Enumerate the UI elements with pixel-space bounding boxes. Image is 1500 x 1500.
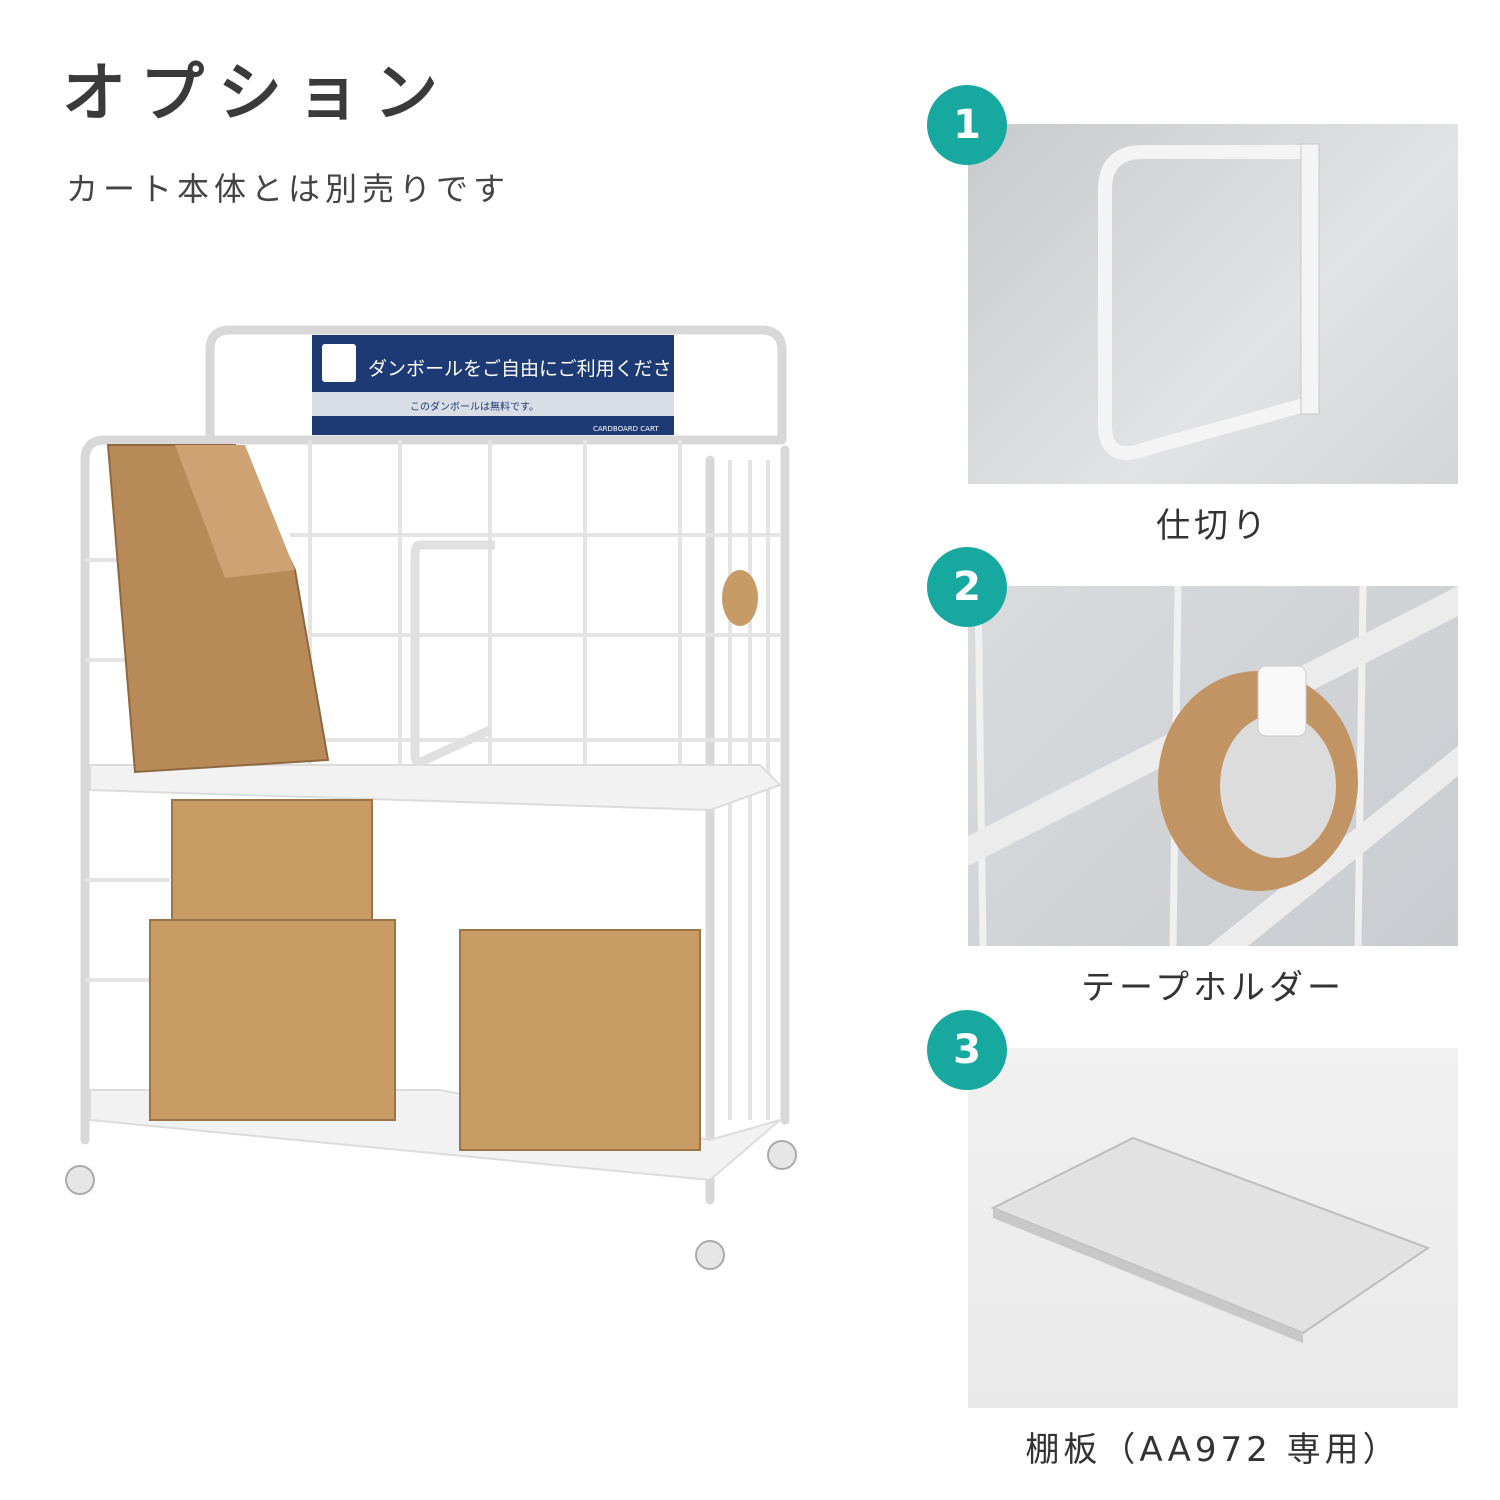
option-shelf-board-image [968, 1048, 1458, 1408]
cart-sign-sub-text: このダンボールは無料です。 [410, 400, 539, 413]
page-subtitle: カート本体とは別売りです [66, 170, 511, 208]
cart-product-image: ダンボールをご自由にご利用ください このダンボールは無料です。 CARDBOAR… [60, 320, 820, 1280]
cart-sign-footer-text: CARDBOARD CART [593, 425, 659, 433]
option-number-badge: 2 [927, 547, 1007, 627]
option-number-badge: 1 [927, 85, 1007, 165]
option-label: テープホルダー [1081, 968, 1345, 1008]
page-title: オプション [62, 57, 452, 131]
option-label: 棚板（AA972 専用） [1025, 1430, 1401, 1470]
cart-sign: ダンボールをご自由にご利用ください このダンボールは無料です。 CARDBOAR… [312, 335, 691, 435]
option-divider-image [968, 124, 1458, 484]
cart-sign-main-text: ダンボールをご自由にご利用ください [368, 358, 691, 380]
option-label: 仕切り [1156, 506, 1270, 546]
option-tape-holder-image [968, 586, 1458, 946]
option-number-badge: 3 [927, 1010, 1007, 1090]
